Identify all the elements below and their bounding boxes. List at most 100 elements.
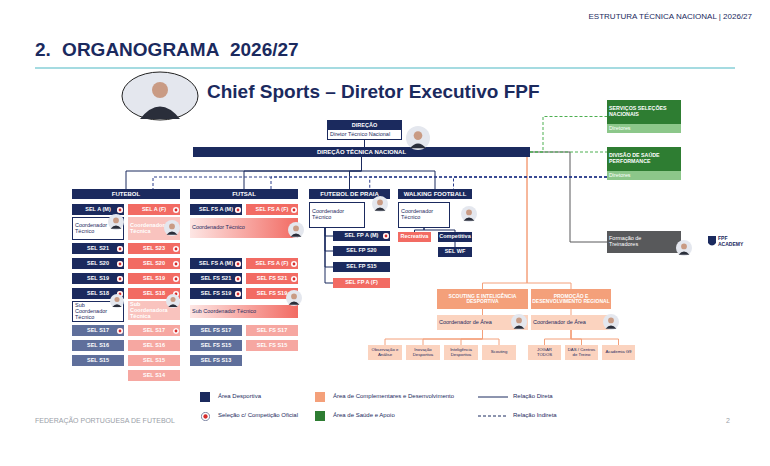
box-text: DIREÇÃO TÉCNICA NACIONAL [317,149,406,155]
box-text: SEL S17 [143,328,165,334]
org-box: Academia G9 [602,345,635,360]
connector [530,152,607,153]
box-text: Inovação Desportiva [407,348,439,357]
legend-text: Área de Saúde e Apoio [333,412,395,419]
competition-icon [173,261,179,267]
org-box: SEL S17 [128,325,180,336]
org-box: FUTEBOL [72,189,180,199]
org-box: SCOUTING E INTELIGÊNCIA DESPORTIVA [437,289,528,309]
box-heading: DIREÇÃO [328,121,401,130]
connector [325,228,333,236]
box-text: SEL A (F) [142,207,166,213]
org-box: SEL WF [438,247,472,257]
org-box: SEL S14 [128,370,180,381]
box-text: SEL S15 [143,358,165,364]
competition-icon [235,291,241,297]
box-text: SEL FS A (M) [199,261,233,267]
box-text: SEL FS S21 [201,276,231,282]
org-box: Sub Coordenador Técnico [72,301,124,322]
competition-icon [173,328,179,334]
box-text: SEL S21 [87,246,109,252]
box-text: SEL S19 [87,276,109,282]
legend-text: Área de Complementares e Desenvolvimento [333,393,454,399]
box-text: Observação e Análise [369,348,401,357]
box-text: SEL WF [445,249,466,255]
org-box: Competitiva [438,232,472,242]
legend-text: Área de Saúde e Apoio [333,412,395,418]
competition-icon [291,276,297,282]
org-box: SEL FS S15 [246,340,298,351]
legend-swatch [315,392,325,402]
org-box: SEL FP A (F) [333,278,390,288]
org-box: Coordenador Técnico [72,217,124,240]
org-box: Coordenador Técnico [309,202,365,228]
legend-swatch [200,392,210,402]
box-text: SEL S17 [87,328,109,334]
box-text: FUTEBOL DE PRAIA [320,191,379,197]
box-text: JOGAR TODOS [529,348,560,357]
box-text: FUTEBOL [112,191,140,197]
competition-icon [117,291,123,297]
box-text: Coordenador de Área [533,320,586,326]
competition-icon [235,276,241,282]
box-subtext: Diretores [607,124,681,133]
org-box: SEL FS A (M) [190,258,242,269]
connector [385,330,483,345]
org-box: SEL FS S13 [190,355,242,366]
legend-text: Relação Direta [513,393,553,399]
org-box: SEL FS S19 [246,288,298,299]
logo-text: FPF ACADEMY [718,235,743,247]
box-text: SEL S15 [87,358,109,364]
org-box: WALKING FOOTBALL [398,189,472,199]
connector [370,177,607,189]
competition-icon [117,328,123,334]
org-box: SEL S15 [128,355,180,366]
competition-icon [291,207,297,213]
box-text: Sub Coordenador Técnico [192,309,256,315]
org-box: SEL FS S17 [190,325,242,336]
portrait-head [152,82,168,98]
connector [350,157,362,189]
connector [415,228,425,232]
competition-icon-sample [201,412,209,420]
org-box: SEL FS S15 [190,340,242,351]
box-text: Recreativa [401,234,429,240]
org-box: DIREÇÃO TÉCNICA NACIONAL [193,147,530,157]
legend-text: Relação Indireta [513,412,557,419]
competition-icon [173,291,179,297]
box-text: Inteligência Desportiva [445,348,477,357]
org-box: SEL FS A (F) [246,204,298,215]
box-text: Coordenador Técnico [312,209,352,221]
org-box: Coordenador Técnico [190,218,298,238]
box-heading: DIREÇÃO [352,123,377,129]
box-text: SEL FS S13 [201,358,231,364]
box-text: SEL FS A (F) [256,261,289,267]
connector [126,157,362,189]
box-text: DAS / Centros de Treino [566,348,597,357]
box-text: Competitiva [439,234,470,240]
competition-icon [117,261,123,267]
box-text: SEL S18 [87,291,109,297]
box-text: Academia G9 [605,350,631,355]
org-box: SEL S23 [128,243,180,254]
box-text: Coordenador Técnico [401,209,438,221]
box-text: Sub Coordenadora Técnica [130,302,167,319]
org-box: SEL S16 [72,340,124,351]
legend-text: Área Desportiva [218,393,261,400]
box-text: SEL FP A (F) [345,280,378,286]
box-text: SEL S16 [143,343,165,349]
box-text: Scouting [491,350,508,355]
box-text: SCOUTING E INTELIGÊNCIA DESPORTIVA [438,294,527,305]
legend-text: Relação Indireta [513,412,557,418]
connector [530,152,607,242]
connector [571,330,582,345]
footer-text: FEDERAÇÃO PORTUGUESA DE FUTEBOL [35,417,175,424]
box-text: Coordenador Técnico [75,223,112,235]
box-text: SEL S19 [143,276,165,282]
box-subtext: Diretor Técnico Nacional [328,130,401,139]
connector [482,309,483,315]
org-box: Coordenador Técnico [398,202,450,228]
academy-shield [708,236,716,246]
org-box: SEL A (F) [128,204,180,215]
box-subtext: Diretores [609,173,631,179]
